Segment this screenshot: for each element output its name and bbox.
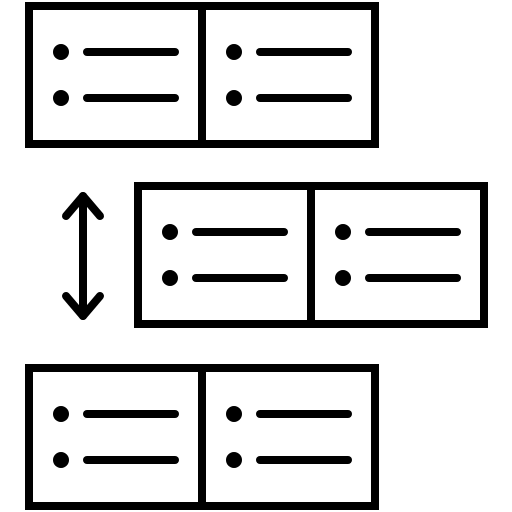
- bullet-dot-icon: [226, 406, 242, 422]
- bullet-dot-icon: [226, 44, 242, 60]
- double-headed-vertical-arrow-icon: [62, 192, 104, 320]
- list-item: [53, 44, 179, 60]
- bullet-dot-icon: [335, 224, 351, 240]
- list-item: [53, 90, 179, 106]
- bullet-dot-icon: [53, 44, 69, 60]
- list-item: [335, 270, 461, 286]
- list-item: [226, 452, 352, 468]
- bullet-dot-icon: [162, 270, 178, 286]
- list-block-top: [25, 2, 379, 148]
- bullet-dot-icon: [53, 90, 69, 106]
- list-blocks-group: [25, 2, 488, 510]
- list-item: [162, 224, 288, 240]
- bullet-dot-icon: [226, 452, 242, 468]
- list-item: [335, 224, 461, 240]
- bullet-dot-icon: [162, 224, 178, 240]
- list-block-middle: [134, 182, 488, 328]
- list-item: [226, 44, 352, 60]
- arrow-head-down: [62, 292, 104, 320]
- list-block-bottom: [25, 364, 379, 510]
- bullet-dot-icon: [53, 406, 69, 422]
- list-item: [226, 406, 352, 422]
- arrow-head-up: [62, 192, 104, 220]
- bullet-dot-icon: [226, 90, 242, 106]
- list-item: [53, 452, 179, 468]
- list-item: [226, 90, 352, 106]
- bullet-dot-icon: [53, 452, 69, 468]
- list-item: [53, 406, 179, 422]
- bullet-dot-icon: [335, 270, 351, 286]
- list-item: [162, 270, 288, 286]
